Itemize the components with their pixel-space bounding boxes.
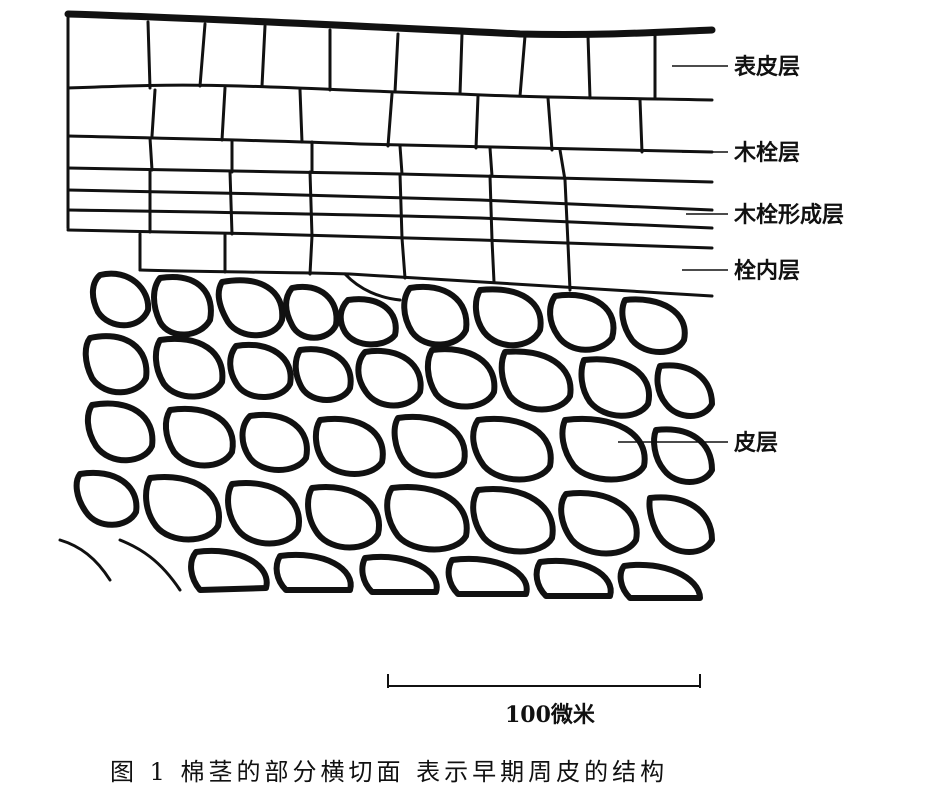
label-cork-cambium: 木栓形成层: [733, 202, 844, 228]
cortex-cells: [58, 270, 715, 601]
cork-cambium-cells: [66, 168, 714, 250]
label-cork: 木栓层: [733, 140, 800, 166]
scale-bar-label: 100微米: [505, 702, 596, 728]
label-leaders: [618, 65, 728, 443]
scale-bar: [387, 674, 701, 688]
figure-caption: 图 1 棉茎的部分横切面 表示早期周皮的结构: [110, 758, 668, 786]
phelloderm-cells: [138, 232, 714, 302]
label-cortex: 皮层: [734, 430, 778, 456]
label-phelloderm: 栓内层: [734, 258, 800, 284]
label-epidermis: 表皮层: [734, 54, 800, 80]
epidermis-cells: [64, 10, 716, 230]
